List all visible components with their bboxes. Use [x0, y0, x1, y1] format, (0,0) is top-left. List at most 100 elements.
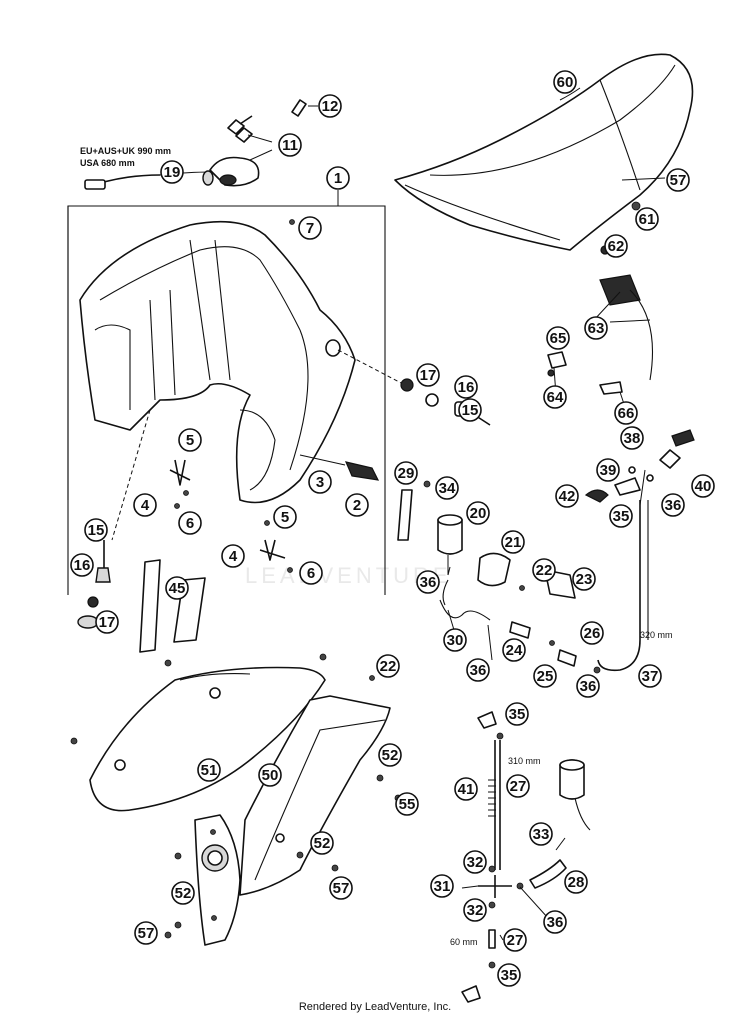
callout-number: 15 [88, 522, 105, 539]
callout-28: 28 [564, 870, 588, 894]
callout-number: 35 [509, 706, 526, 723]
callout-3: 3 [308, 470, 332, 494]
callout-circle [133, 493, 157, 517]
dim-60: 60 mm [450, 937, 478, 947]
callout-number: 5 [281, 509, 289, 526]
callout-number: 15 [462, 402, 479, 419]
callout-number: 22 [536, 562, 553, 579]
callout-number: 20 [470, 505, 487, 522]
callout-circle [661, 493, 685, 517]
callout-36: 36 [466, 658, 490, 682]
callout-circle [394, 461, 418, 485]
callout-number: 65 [550, 330, 567, 347]
callout-circle [505, 702, 529, 726]
callout-number: 33 [533, 826, 550, 843]
callout-27: 27 [506, 774, 530, 798]
callout-circle [454, 375, 478, 399]
callout-number: 5 [186, 432, 194, 449]
callout-number: 66 [618, 405, 635, 422]
callout-29: 29 [394, 461, 418, 485]
callout-number: 17 [99, 614, 116, 631]
callout-circle [70, 553, 94, 577]
callout-circle [298, 216, 322, 240]
callout-number: 27 [507, 932, 524, 949]
callout-circle [666, 168, 690, 192]
fuel-filter-tap [559, 759, 591, 831]
tank-cap-assembly [84, 99, 318, 190]
callout-57: 57 [329, 876, 353, 900]
callout-circle [310, 831, 334, 855]
callout-circle [326, 166, 350, 190]
callout-36: 36 [661, 493, 685, 517]
watermark: LEADVENTURE [245, 563, 452, 588]
callout-32: 32 [463, 898, 487, 922]
callout-circle [580, 621, 604, 645]
fuel-tank-group [67, 190, 406, 595]
callout-number: 57 [138, 925, 155, 942]
t-connector [461, 711, 512, 1003]
callout-circle [299, 561, 323, 585]
callout-number: 36 [580, 678, 597, 695]
callout-30: 30 [443, 628, 467, 652]
callout-33: 33 [529, 822, 553, 846]
callout-52: 52 [171, 881, 195, 905]
callout-circle [134, 921, 158, 945]
callout-circle [543, 910, 567, 934]
callout-number: 36 [470, 662, 487, 679]
callout-number: 11 [282, 137, 298, 154]
callout-number: 30 [447, 632, 464, 649]
callout-circle [502, 638, 526, 662]
callout-circle [638, 664, 662, 688]
callout-circle [273, 505, 297, 529]
callout-circle [258, 763, 282, 787]
fuel-tap [437, 514, 511, 587]
callout-circle [197, 758, 221, 782]
callout-number: 25 [537, 668, 554, 685]
callout-number: 63 [588, 320, 605, 337]
callout-62: 62 [604, 234, 628, 258]
callout-57: 57 [134, 921, 158, 945]
callout-circle [84, 518, 108, 542]
callout-number: 62 [608, 238, 625, 255]
callout-17: 17 [95, 610, 119, 634]
callout-circle [614, 401, 638, 425]
callout-39: 39 [596, 458, 620, 482]
small-hardware [70, 201, 695, 969]
callout-number: 36 [665, 497, 682, 514]
callout-circle [376, 654, 400, 678]
callout-number: 26 [584, 625, 601, 642]
callout-38: 38 [620, 426, 644, 450]
callout-number: 4 [141, 497, 150, 514]
callout-number: 52 [175, 885, 192, 902]
callout-number: 64 [547, 389, 564, 406]
callout-number: 57 [670, 172, 687, 189]
callout-circle [620, 426, 644, 450]
callout-63: 63 [584, 316, 608, 340]
callout-40: 40 [691, 474, 715, 498]
callout-number: 55 [399, 796, 416, 813]
callout-number: 35 [613, 508, 630, 525]
callout-number: 61 [639, 211, 656, 228]
callout-number: 36 [547, 914, 564, 931]
callout-42: 42 [555, 484, 579, 508]
callout-51: 51 [197, 758, 221, 782]
callout-circle [454, 777, 478, 801]
callout-circle [532, 558, 556, 582]
callout-number: 32 [467, 854, 484, 871]
callout-26: 26 [580, 621, 604, 645]
seat [394, 53, 694, 251]
cover-plate-55 [194, 814, 241, 946]
callout-circle [171, 881, 195, 905]
callout-36: 36 [416, 570, 440, 594]
callout-number: 60 [557, 74, 574, 91]
callout-number: 23 [576, 571, 593, 588]
foam-strips [139, 559, 206, 653]
callout-circle [576, 674, 600, 698]
callout-22: 22 [532, 558, 556, 582]
callout-36: 36 [576, 674, 600, 698]
callout-35: 35 [505, 702, 529, 726]
callout-number: 57 [333, 880, 350, 897]
callout-22: 22 [376, 654, 400, 678]
hose-28 [529, 859, 567, 889]
callout-1: 1 [326, 166, 350, 190]
